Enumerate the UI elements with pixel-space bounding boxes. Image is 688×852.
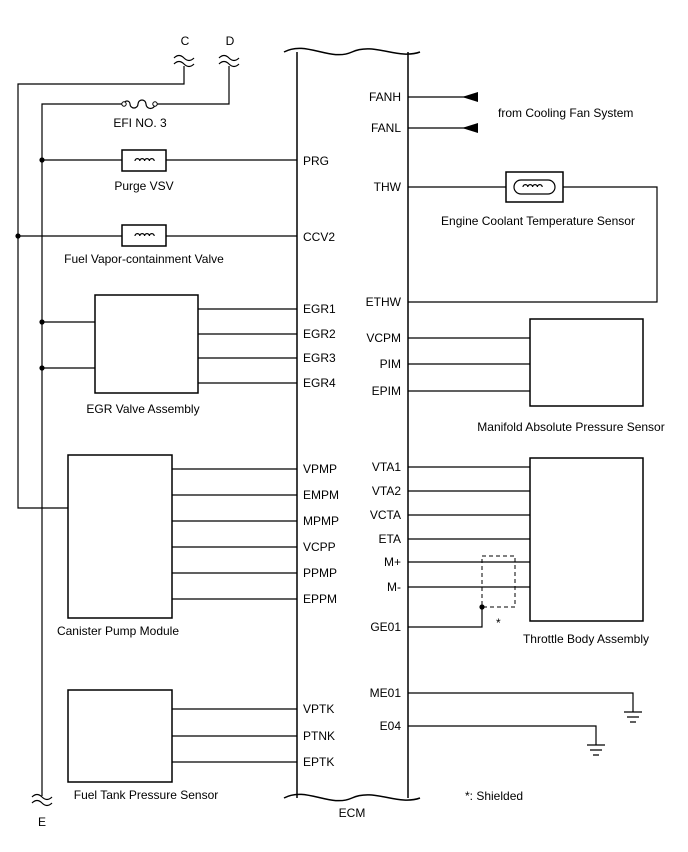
pin-thw: THW [374,180,402,194]
pin-fanl: FANL [371,121,401,135]
purge-vsv-symbol [121,149,167,172]
canister-pump-label: Canister Pump Module [57,624,179,638]
shield-dashed-box [481,555,516,608]
connector-d-break [218,54,240,70]
shielded-note: *: Shielded [465,789,523,803]
egr-valve-box [94,294,199,394]
map-sensor-label: Manifold Absolute Pressure Sensor [477,420,664,434]
pin-m-plus: M+ [384,555,401,569]
pin-e04: E04 [380,719,402,733]
pin-ppmp: PPMP [303,566,337,580]
pin-eta: ETA [379,532,401,546]
ground-symbol-me01 [408,692,642,723]
connector-e-label: E [38,815,46,829]
splice-dot-egr-top [39,319,45,325]
fuel-tank-sensor-box [67,689,173,783]
pin-ge01: GE01 [370,620,401,634]
pin-vcta: VCTA [370,508,401,522]
fuel-vapor-valve-symbol [121,224,167,247]
efi-fuse-label: EFI NO. 3 [113,116,167,130]
pin-fanh: FANH [369,90,401,104]
fuel-tank-sensor-label: Fuel Tank Pressure Sensor [74,788,219,802]
pin-ethw: ETHW [366,295,402,309]
ground-symbol-e04 [408,725,605,756]
power-feed-wiring [17,70,297,796]
throttle-body-box [529,457,644,622]
egr-valve-label: EGR Valve Assembly [86,402,199,416]
splice-dot-prg [39,157,45,163]
throttle-body-label: Throttle Body Assembly [523,632,649,646]
pin-epim: EPIM [372,384,401,398]
cooling-fan-arrows [408,92,478,133]
pin-pim: PIM [380,357,401,371]
ecm-box [283,47,421,802]
pin-eppm: EPPM [303,592,337,606]
ecm-label: ECM [339,806,366,820]
splice-dot-ccv [15,233,21,239]
shield-mark: * [496,616,501,630]
connector-e-break [31,793,53,807]
pin-mpmp: MPMP [303,514,339,528]
pin-vta1: VTA1 [372,460,401,474]
connector-c-label: C [181,34,190,48]
pin-empm: EMPM [303,488,339,502]
pin-ptnk: PTNK [303,729,335,743]
purge-vsv-label: Purge VSV [114,179,173,193]
fuse-symbol [123,99,156,110]
pin-vptk: VPTK [303,702,334,716]
splice-dot-egr-bottom [39,365,45,371]
connector-d-label: D [226,34,235,48]
canister-pump-box [67,454,173,619]
shield-ground-dot [479,604,485,610]
ecm-right-pins: FANH FANL THW ETHW VCPM PIM EPIM VTA1 VT… [366,90,402,733]
pin-egr1: EGR1 [303,302,336,316]
pin-m-minus: M- [387,580,401,594]
pin-me01: ME01 [370,686,402,700]
pin-ccv2: CCV2 [303,230,335,244]
pin-egr2: EGR2 [303,327,336,341]
pin-prg: PRG [303,154,329,168]
ecm-left-pins: PRG CCV2 EGR1 EGR2 EGR3 EGR4 VPMP EMPM M… [303,154,339,769]
pin-vpmp: VPMP [303,462,337,476]
coolant-sensor-label: Engine Coolant Temperature Sensor [441,214,635,228]
connector-c-break [173,54,195,70]
pin-vcpp: VCPP [303,540,336,554]
pin-vta2: VTA2 [372,484,401,498]
coolant-sensor-symbol [408,171,658,303]
fuel-vapor-valve-label: Fuel Vapor-containment Valve [64,252,224,266]
pin-eptk: EPTK [303,755,334,769]
pin-egr3: EGR3 [303,351,336,365]
pin-egr4: EGR4 [303,376,336,390]
map-sensor-box [529,318,644,407]
cooling-fan-label: from Cooling Fan System [498,106,633,120]
pin-vcpm: VCPM [366,331,401,345]
